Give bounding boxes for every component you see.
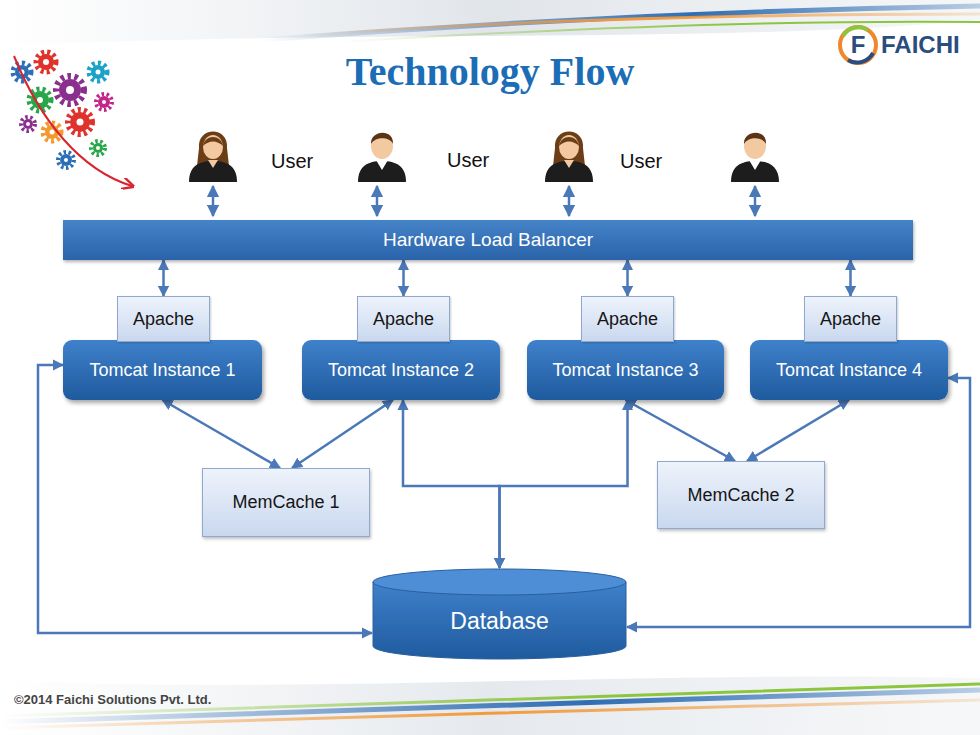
database-cylinder: Database bbox=[372, 568, 627, 660]
node-label: Apache bbox=[133, 309, 194, 330]
copyright-footer: ©2014 Faichi Solutions Pvt. Ltd. bbox=[14, 692, 211, 707]
connector-arrow bbox=[849, 260, 852, 296]
tomcat-box: Tomcat Instance 3 bbox=[527, 340, 724, 400]
copyright-footer-wrap: ©2014 Faichi Solutions Pvt. Ltd. bbox=[14, 690, 211, 708]
connector-arrow bbox=[163, 400, 281, 468]
connector-arrow bbox=[747, 400, 849, 461]
top-swoosh bbox=[0, 0, 980, 46]
logo-letter: F bbox=[851, 31, 866, 58]
node-label: Tomcat Instance 4 bbox=[776, 360, 922, 381]
load-balancer-band: Hardware Load Balancer bbox=[63, 220, 913, 260]
node-label: MemCache 1 bbox=[232, 492, 339, 513]
apache-box: Apache bbox=[581, 296, 674, 342]
user-label: User bbox=[271, 150, 313, 172]
node-label: Hardware Load Balancer bbox=[383, 229, 593, 251]
node-label: Apache bbox=[597, 309, 658, 330]
node-label: Apache bbox=[373, 309, 434, 330]
connector-arrow bbox=[626, 260, 629, 296]
tomcat-box: Tomcat Instance 2 bbox=[302, 340, 500, 400]
logo-wordmark-wrap: FAICHI bbox=[881, 31, 960, 59]
logo-letter-wrap: F bbox=[851, 31, 866, 59]
connector-arrow bbox=[162, 260, 165, 296]
connector-arrow bbox=[403, 400, 500, 568]
node-label: Apache bbox=[820, 309, 881, 330]
node-label: Database bbox=[450, 608, 548, 635]
user-label-wrap: User bbox=[620, 150, 662, 173]
node-label: Tomcat Instance 1 bbox=[89, 360, 235, 381]
user-label-wrap: User bbox=[447, 149, 489, 172]
connector-arrow bbox=[627, 378, 970, 627]
apache-box: Apache bbox=[117, 296, 210, 342]
node-label: MemCache 2 bbox=[687, 485, 794, 506]
user-icons bbox=[189, 132, 779, 183]
memcache-box: MemCache 2 bbox=[657, 461, 825, 529]
tomcat-box: Tomcat Instance 1 bbox=[63, 340, 262, 400]
title-text: Technology Flow bbox=[346, 49, 635, 94]
connector-arrow bbox=[402, 260, 405, 296]
memcache-box: MemCache 1 bbox=[202, 468, 370, 537]
bottom-swoosh bbox=[0, 676, 980, 735]
logo-wordmark: FAICHI bbox=[881, 31, 960, 58]
tomcat-box: Tomcat Instance 4 bbox=[750, 340, 948, 400]
connector-arrow bbox=[38, 365, 372, 633]
connector-arrow bbox=[500, 400, 628, 568]
connector-arrow bbox=[626, 400, 736, 461]
connector-arrow bbox=[292, 400, 393, 468]
cylinder-top bbox=[373, 569, 626, 595]
gears-illustration bbox=[13, 52, 132, 186]
user-label: User bbox=[447, 149, 489, 171]
slide-title: Technology Flow bbox=[0, 48, 980, 95]
node-label: Tomcat Instance 2 bbox=[328, 360, 474, 381]
node-label: Tomcat Instance 3 bbox=[552, 360, 698, 381]
logo-mark bbox=[840, 27, 876, 63]
apache-box: Apache bbox=[357, 296, 450, 342]
user-label-wrap: User bbox=[271, 150, 313, 173]
user-label: User bbox=[620, 150, 662, 172]
apache-box: Apache bbox=[804, 296, 897, 342]
user-arrows bbox=[213, 186, 755, 216]
